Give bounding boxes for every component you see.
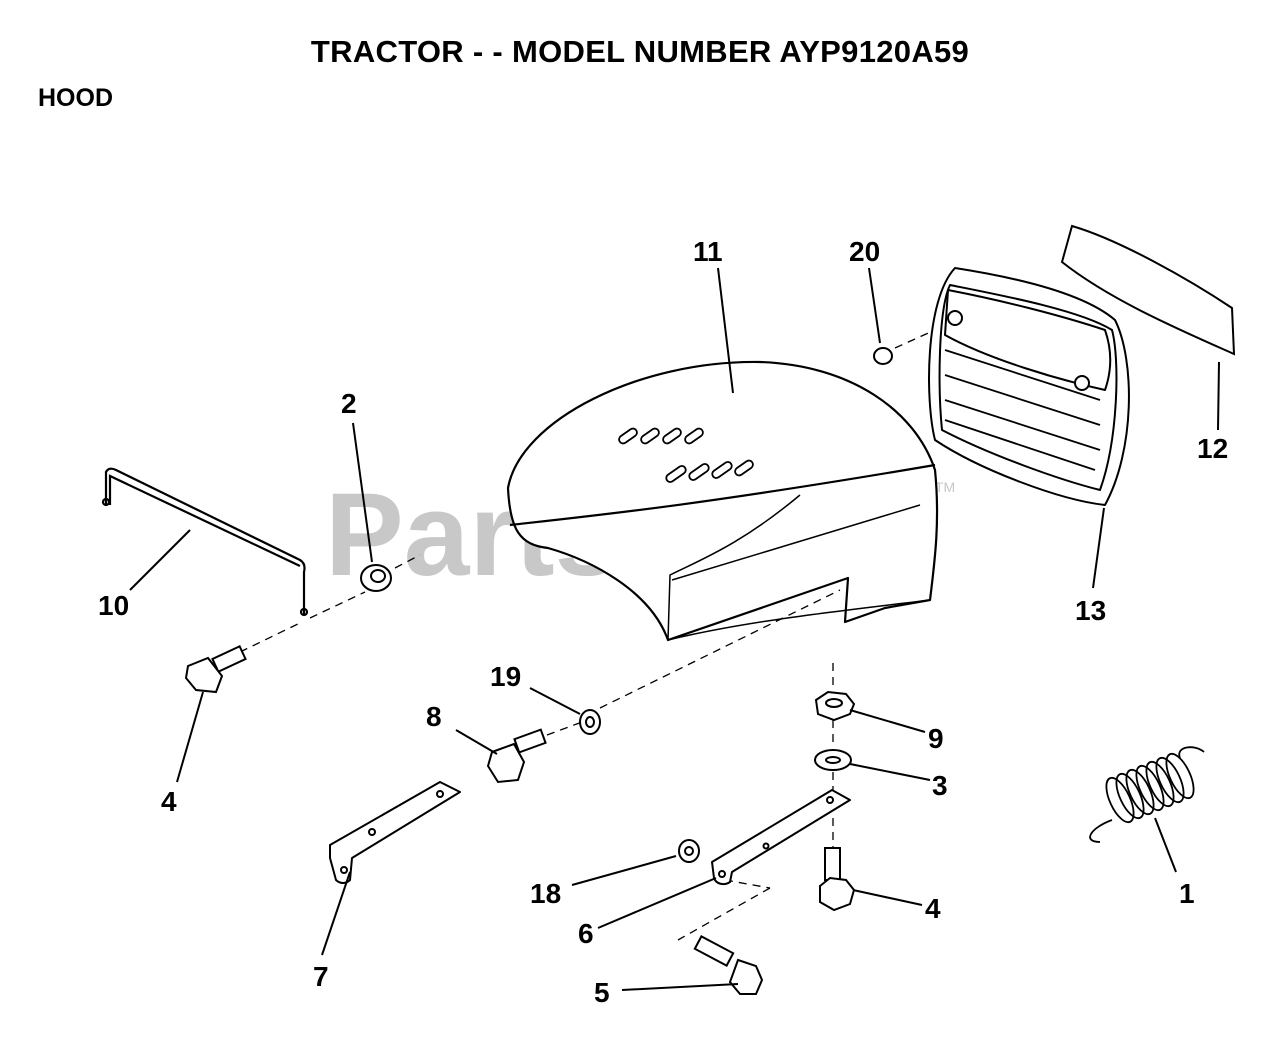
callout-13: 13 — [1075, 595, 1106, 626]
callout-6: 6 — [578, 918, 594, 949]
bolt-part-4-left — [184, 644, 247, 694]
callout-18: 18 — [530, 878, 561, 909]
callout-3: 3 — [932, 770, 948, 801]
nut-part-2 — [360, 564, 392, 592]
hood-part — [506, 360, 939, 642]
callout-12: 12 — [1197, 433, 1228, 464]
bolt-part-4-right — [819, 847, 856, 912]
bolt-part-8 — [486, 728, 547, 784]
callout-11: 11 — [693, 236, 723, 267]
callout-4-left: 4 — [161, 786, 177, 817]
section-title: HOOD — [38, 84, 113, 112]
washer-part-3 — [814, 749, 852, 771]
callout-2: 2 — [341, 388, 357, 419]
callout-10: 10 — [98, 590, 129, 621]
assembly-lines — [239, 329, 936, 941]
bracket-part-7 — [329, 781, 461, 884]
spring-part-1 — [1089, 746, 1205, 843]
washer-part-18 — [678, 839, 700, 863]
callout-8: 8 — [426, 701, 442, 732]
grille-part — [928, 267, 1130, 506]
callout-9: 9 — [928, 723, 944, 754]
bolt-part-5 — [693, 935, 764, 995]
hood-vent-slots — [618, 427, 754, 483]
callout-1: 1 — [1179, 878, 1195, 909]
grille-insert-part — [1060, 224, 1236, 356]
plug-part — [873, 347, 893, 365]
callout-5: 5 — [594, 977, 610, 1008]
callout-4-right: 4 — [925, 893, 941, 924]
callout-labels: 1 2 3 4 4 5 6 7 8 9 10 11 12 13 18 19 20 — [98, 236, 1228, 1008]
lock-washer-part-19 — [579, 709, 601, 735]
leader-lines — [129, 267, 1220, 991]
callout-20: 20 — [849, 236, 880, 267]
hood-rod-part — [101, 467, 309, 617]
callout-7: 7 — [313, 961, 329, 992]
callout-19: 19 — [490, 661, 521, 692]
page-title: TRACTOR - - MODEL NUMBER AYP9120A59 — [310, 34, 970, 69]
watermark-tm: TM — [935, 479, 955, 495]
nut-part-9 — [814, 690, 856, 722]
